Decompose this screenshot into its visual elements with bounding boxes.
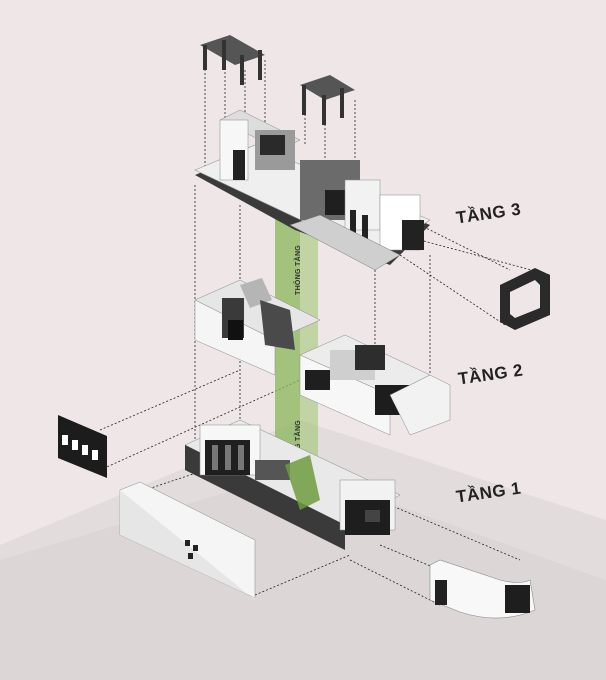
square-frame-element	[500, 268, 550, 330]
floor-1-model	[184, 419, 401, 550]
facade-panel-left	[58, 415, 107, 478]
void-label-lower: THÔNG TẦNG	[292, 420, 302, 470]
void-label-upper: THÔNG TẦNG	[292, 245, 302, 295]
curved-entrance-element	[429, 559, 536, 619]
pergola-left	[200, 35, 265, 85]
floor-2-model	[194, 278, 451, 436]
front-fence-wall	[119, 481, 256, 600]
pergola-right	[300, 75, 355, 125]
floor-3-model	[194, 109, 431, 271]
